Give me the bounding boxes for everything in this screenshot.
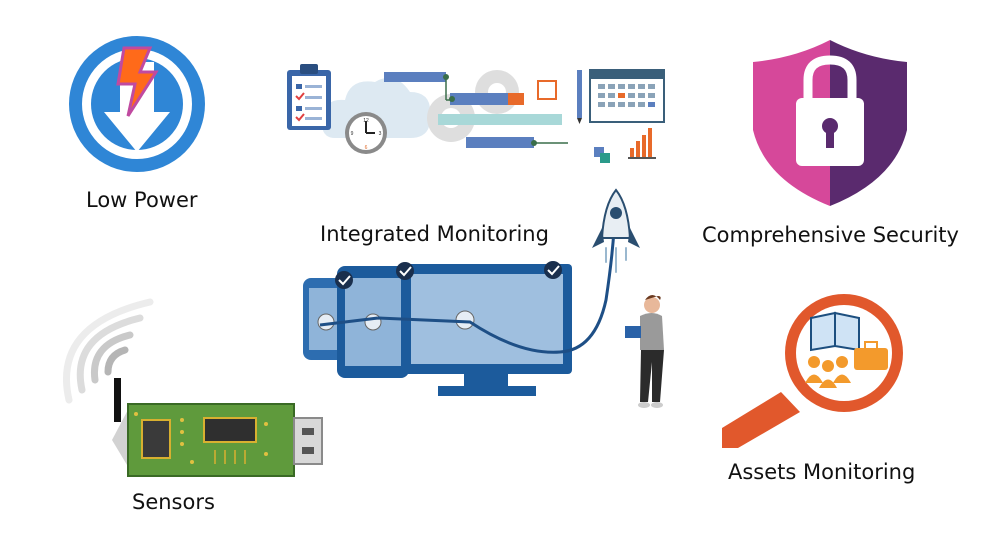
person-with-tablet-icon: [625, 295, 664, 408]
check-badge-icon: [335, 261, 562, 289]
monitoring-illustration: 12 3 6 9: [287, 64, 665, 163]
wifi-signal-icon: [62, 298, 154, 404]
clipboard-icon: [287, 64, 331, 130]
cable-line: [319, 229, 616, 354]
clock-number: 12: [363, 118, 369, 124]
power-down-icon: [69, 36, 205, 172]
usb-connector-icon: [293, 417, 323, 465]
comprehensive-security-label: Comprehensive Security: [702, 223, 959, 247]
padlock-shield-icon: [753, 40, 907, 206]
clock-number: 3: [379, 131, 382, 137]
antenna-icon: [114, 378, 121, 422]
assets-monitoring-label: Assets Monitoring: [728, 460, 916, 484]
pencil-icon: [577, 70, 582, 118]
connected-devices-illustration: [303, 229, 616, 396]
magnifier-assets-icon: [722, 294, 903, 448]
calendar-icon: [589, 69, 665, 123]
book-icon: [810, 311, 860, 352]
clock-icon: 12 3 6 9: [345, 112, 387, 154]
gantt-chart-icon: [384, 72, 610, 163]
sensor-board-icon: [112, 378, 323, 477]
sensors-label: Sensors: [132, 490, 215, 514]
integrated-monitoring-label: Integrated Monitoring: [320, 222, 549, 246]
low-power-label: Low Power: [86, 188, 198, 212]
lightning-bolt-icon: [116, 46, 159, 117]
people-group-icon: [805, 356, 851, 388]
clock-number: 6: [365, 145, 368, 151]
clock-number: 9: [351, 131, 354, 137]
rocket-icon: [592, 188, 640, 273]
held-tablet-icon: [625, 326, 641, 338]
briefcase-icon: [854, 341, 888, 370]
bar-chart-icon: [628, 128, 656, 159]
